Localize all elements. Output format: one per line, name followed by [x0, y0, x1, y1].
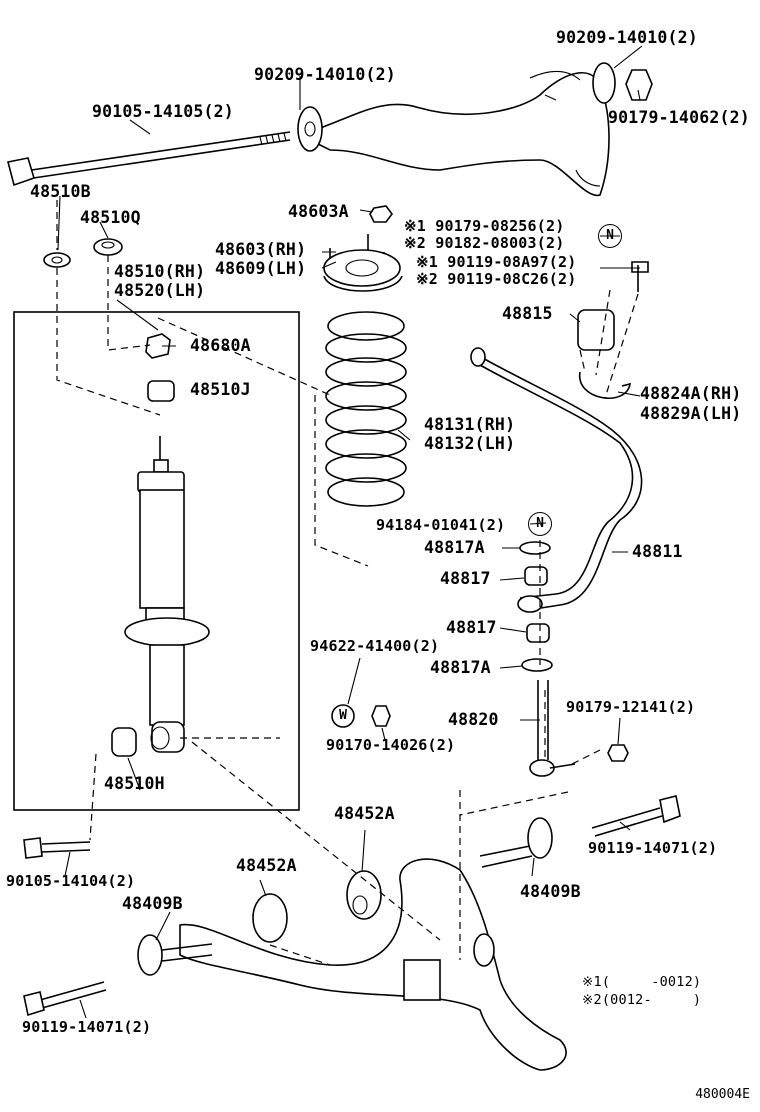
nut-90179-12141: [607, 744, 629, 762]
label-48131: 48131(RH): [424, 415, 516, 434]
label-94184-01041: 94184-01041(2): [376, 516, 506, 534]
washer-48510B: [43, 252, 71, 268]
label-94622-41400: 94622-41400(2): [310, 637, 440, 655]
label-90209-14010-mid: 90209-14010(2): [254, 65, 396, 84]
label-48510Q: 48510Q: [80, 208, 141, 227]
footnote-1: ※1( -0012): [582, 974, 702, 990]
label-48609: 48609(LH): [215, 259, 307, 278]
bolt-90105-14104: [23, 837, 91, 859]
bolt-90119-14071-front: [23, 981, 107, 1017]
label-90179-12141: 90179-12141(2): [566, 698, 696, 716]
label-48680A: 48680A: [190, 336, 251, 355]
nut-90170-14026: [371, 705, 391, 727]
label-90179-14062: 90179-14062(2): [608, 108, 750, 127]
label-90170-14026: 90170-14026(2): [326, 736, 456, 754]
label-90105-14105: 90105-14105(2): [92, 102, 234, 121]
cushion-48510Q: [93, 238, 123, 256]
bushing-48680A: [145, 333, 171, 359]
upper-bushing-front: [297, 106, 323, 152]
cam-48409B-front: [137, 934, 163, 976]
label-90119-08C26: ※2 90119-08C26(2): [416, 270, 577, 288]
label-48510H: 48510H: [104, 774, 165, 793]
symbol-W: W: [339, 708, 347, 723]
upper-bushing-rear: [592, 62, 616, 104]
label-48452A-front: 48452A: [236, 856, 297, 875]
label-48817-upper: 48817: [440, 569, 491, 588]
cushion-48510J: [147, 380, 175, 402]
shock-absorber-box: [13, 311, 300, 811]
label-48603: 48603(RH): [215, 240, 307, 259]
retainer-48817A-upper: [519, 541, 551, 555]
label-90179-08256: ※1 90179-08256(2): [404, 217, 565, 235]
label-48817-lower: 48817: [446, 618, 497, 637]
bushing-48452A-front: [252, 893, 288, 943]
nut-48603A: [369, 205, 393, 223]
cam-48409B-rear: [527, 817, 553, 859]
coil-spring-48131: [325, 311, 407, 507]
retainer-48817A-lower: [521, 658, 553, 672]
nut-90179-14062: [625, 69, 653, 101]
symbol-N-top: N: [598, 224, 622, 248]
label-48824A: 48824A(RH): [640, 384, 742, 403]
label-48820: 48820: [448, 710, 499, 729]
bushing-48452A-rear: [346, 870, 382, 920]
label-90119-14071-rear: 90119-14071(2): [588, 839, 718, 857]
label-48829A: 48829A(LH): [640, 404, 742, 423]
shock-absorber: [124, 436, 210, 753]
label-48510J: 48510J: [190, 380, 251, 399]
label-90119-14071-front: 90119-14071(2): [22, 1018, 152, 1036]
diagram-code: 480004E: [695, 1087, 750, 1102]
washer-symbol-W: [331, 704, 355, 728]
upper-control-arm: [297, 72, 610, 197]
stabilizer-bar-48811: [471, 351, 643, 611]
label-90119-08A97: ※1 90119-08A97(2): [416, 253, 577, 271]
label-48510: 48510(RH): [114, 262, 206, 281]
bolt-90119-08A97: [631, 261, 649, 292]
bolt-90105-14105: [17, 131, 291, 173]
label-48452A-rear: 48452A: [334, 804, 395, 823]
label-48510B: 48510B: [30, 182, 91, 201]
label-48603A: 48603A: [288, 202, 349, 221]
cushion-48817-upper: [524, 566, 548, 586]
lower-control-arm: [179, 858, 567, 1071]
bushing-48815: [577, 309, 615, 351]
stabilizer-link-48820: [529, 680, 576, 777]
label-90182-08003: ※2 90182-08003(2): [404, 234, 565, 252]
label-90209-14010-top: 90209-14010(2): [556, 28, 698, 47]
label-90105-14104: 90105-14104(2): [6, 872, 136, 890]
label-48409B-front: 48409B: [122, 894, 183, 913]
upper-support-48603: [323, 234, 403, 292]
label-48409B-rear: 48409B: [520, 882, 581, 901]
bracket-48824A: [579, 371, 631, 399]
label-48817A-upper: 48817A: [424, 538, 485, 557]
cushion-48817-lower: [526, 623, 550, 643]
label-48132: 48132(LH): [424, 434, 516, 453]
label-48520: 48520(LH): [114, 281, 206, 300]
footnote-2: ※2(0012- ): [582, 992, 702, 1008]
bolt-90119-14071-rear: [591, 795, 681, 837]
symbol-N-mid: N: [528, 512, 552, 536]
bushing-48510H: [111, 727, 137, 757]
label-48815: 48815: [502, 304, 553, 323]
label-48811: 48811: [632, 542, 683, 561]
label-48817A-lower: 48817A: [430, 658, 491, 677]
